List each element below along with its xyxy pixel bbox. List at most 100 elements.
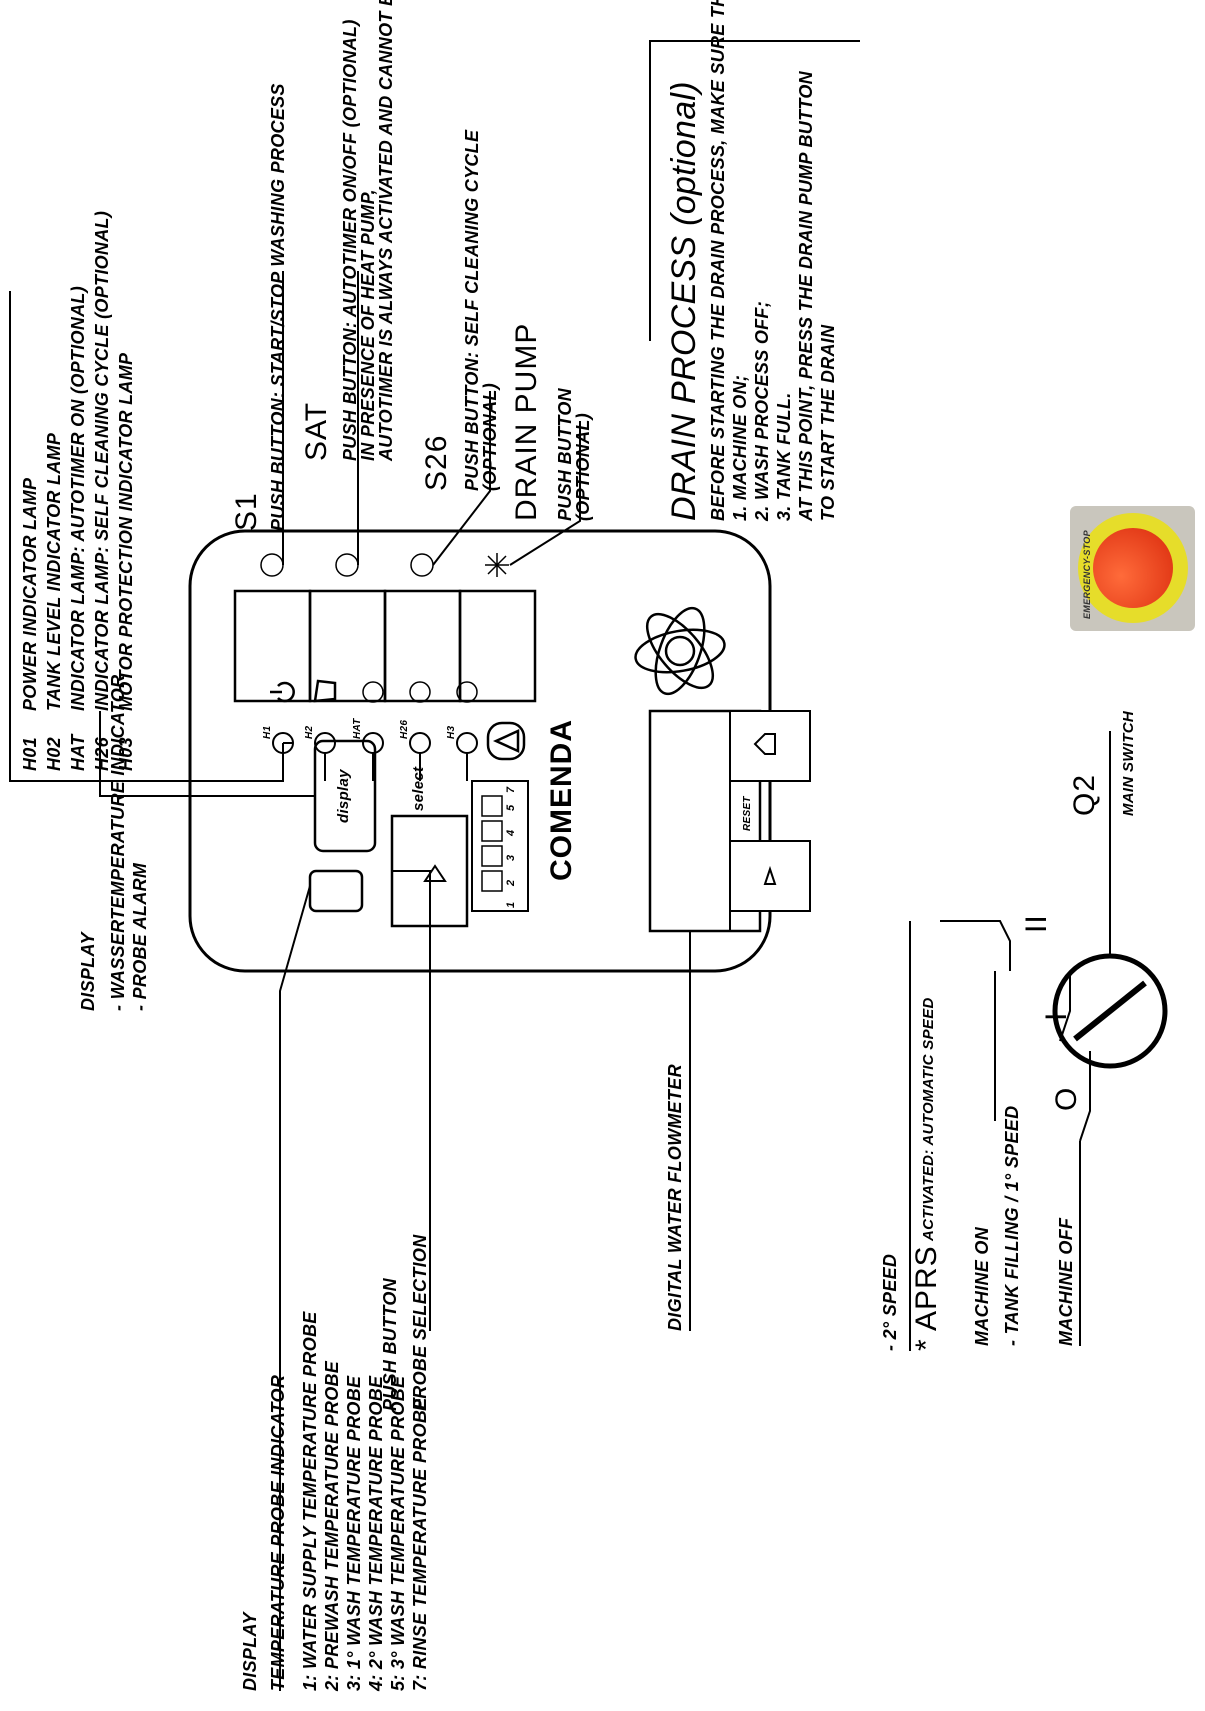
main-switch-label: MAIN SWITCH [1120,711,1137,816]
push-button-probe-title: PUSH BUTTON [380,1278,400,1411]
h3-warning-frame [486,721,526,761]
drain-process-line-5: AT THIS POINT, PRESS THE DRAIN PUMP BUTT… [796,71,816,521]
display-top-item-2: - PROBE ALARM [130,862,150,1011]
probe-strip [471,780,529,912]
drain-process-line-4: 3. TANK FULL. [774,392,794,521]
probe-number-2: 2 [505,879,517,886]
button-box-sat [308,589,387,703]
button-box-s1 [233,589,312,703]
lamp-h3 [456,732,478,754]
pos-o-label: O [1050,1086,1083,1111]
flow-down-arrow-icon [763,865,777,885]
s26-leader [432,391,491,566]
panel-reset-label: RESET [742,796,753,831]
aprs-star: * [910,1338,943,1351]
machine-on-label: MACHINE ON [972,1227,992,1346]
probe-icon-5 [481,795,503,817]
lamp-code-hat: HAT [68,734,88,771]
drain-process-line-1: BEFORE STARTING THE DRAIN PROCESS, MAKE … [708,0,728,521]
display-bottom-leader [279,885,311,1691]
pos-o-leader [1079,1051,1091,1142]
probe-item-7: 7: RINSE TEMPERATURE PROBE [410,1397,430,1692]
pos-i-label: I [1040,1011,1073,1021]
probe-icon-2 [481,870,503,892]
s1-title: S1 [230,492,263,531]
fan-logo [634,606,726,696]
tank-filling-label: - TANK FILLING / 1° SPEED [1002,1105,1022,1346]
flowmeter-box [648,709,762,933]
probe-number-3: 3 [505,854,517,861]
drain-process-line-3: 2. WASH PROCESS OFF; [752,300,772,521]
lamp-text-hat: INDICATOR LAMP: AUTOTIMER ON (OPTIONAL) [68,285,88,711]
machine-off-label: MACHINE OFF [1056,1217,1076,1346]
s26-cycle-icon [410,553,434,577]
push-button-probe-text: PROBE SELECTION [410,1234,430,1411]
lamp-code-h01: H01 [20,737,40,771]
probe-icon-4 [481,820,503,842]
lamp-label-h1: H1 [262,725,273,739]
button-box-s26 [383,589,462,703]
lamp-label-h3: H3 [446,725,457,739]
tank-level-icon [313,679,337,703]
aprs-label: APRS [910,1245,943,1331]
small-display-box [308,869,364,913]
probe-item-4: 4: 2° WASH TEMPERATURE PROBE [366,1375,386,1691]
lamp-text-h02: TANK LEVEL INDICATOR LAMP [44,432,64,711]
drain-process-title: DRAIN PROCESS (optional) [665,81,703,521]
q2-label: Q2 [1068,773,1101,816]
probe-number-7: 7 [505,786,517,793]
probe-number-4: 4 [505,829,517,836]
drain-pump-title: DRAIN PUMP [510,322,543,521]
display-bottom-title: DISPLAY [240,1612,260,1691]
drain-process-frame [649,40,860,341]
motor-lamp-icon [456,681,478,703]
sat-line-3: AUTOTIMER IS ALWAYS ACTIVATED AND CANNOT… [376,0,396,461]
probe-icon-3 [481,845,503,867]
lamp-label-hat: HAT [352,718,363,739]
display-top-title: DISPLAY [78,932,98,1011]
flow-home-button [729,710,811,782]
emergency-stop-button[interactable] [1093,528,1173,608]
s26-line-2: (OPTIONAL) [480,383,500,491]
probe-item-5: 5: 3° WASH TEMPERATURE PROBE [388,1375,408,1691]
lamp-h26 [409,732,431,754]
probe-number-1: 1 [505,901,517,908]
pos-ii-leader [940,920,1011,971]
display-top-leader [99,711,315,797]
emergency-stop-text: EMERGENCY-STOP [1082,530,1092,619]
s1-text: PUSH BUTTON: START/STOP WASHING PROCESS [268,83,288,531]
drain-star-icon [485,553,509,577]
lamp-code-h02: H02 [44,737,64,771]
aprs-text: ACTIVATED: AUTOMATIC SPEED [920,997,937,1241]
panel-display-label: display [335,769,352,823]
lamp-label-h26: H26 [399,719,410,739]
flow-home-icon [753,733,776,755]
probe-item-3: 3: 1° WASH TEMPERATURE PROBE [344,1375,364,1691]
lamp-label-h2: H2 [304,725,315,739]
lamp-text-h01: POWER INDICATOR LAMP [20,477,40,711]
s26-title: S26 [420,434,453,491]
probe-item-1: 1: WATER SUPPLY TEMPERATURE PROBE [300,1311,320,1691]
s1-cycle-icon [260,553,284,577]
main-switch-handle [1073,980,1147,1042]
drain-process-line-6: TO START THE DRAIN [818,324,838,521]
drain-pump-line-2: (OPTIONAL) [573,413,593,521]
drain-process-line-2: 1. MACHINE ON; [730,374,750,521]
probe-number-5: 5 [505,804,517,811]
probe-item-2: 2: PREWASH TEMPERATURE PROBE [322,1360,342,1691]
speed2-label: - 2° SPEED [880,1253,900,1351]
lamp-text-h03: MOTOR PROTECTION INDICATOR LAMP [116,352,136,711]
lamp-text-h26: INDICATOR LAMP: SELF CLEANING CYCLE (OPT… [92,210,112,711]
display-bottom-subtitle: TEMPERATURE PROBE INDICATOR [268,1374,288,1691]
lamps-leader [9,291,284,782]
autotimer-lamp-icon [362,681,384,703]
power-icon [270,681,295,703]
brand-logo: COMENDA [545,719,578,881]
self-clean-lamp-icon [409,681,431,703]
select-arrow-icon [423,864,447,882]
sat-title: SAT [300,401,333,461]
warning-icon [492,729,520,753]
